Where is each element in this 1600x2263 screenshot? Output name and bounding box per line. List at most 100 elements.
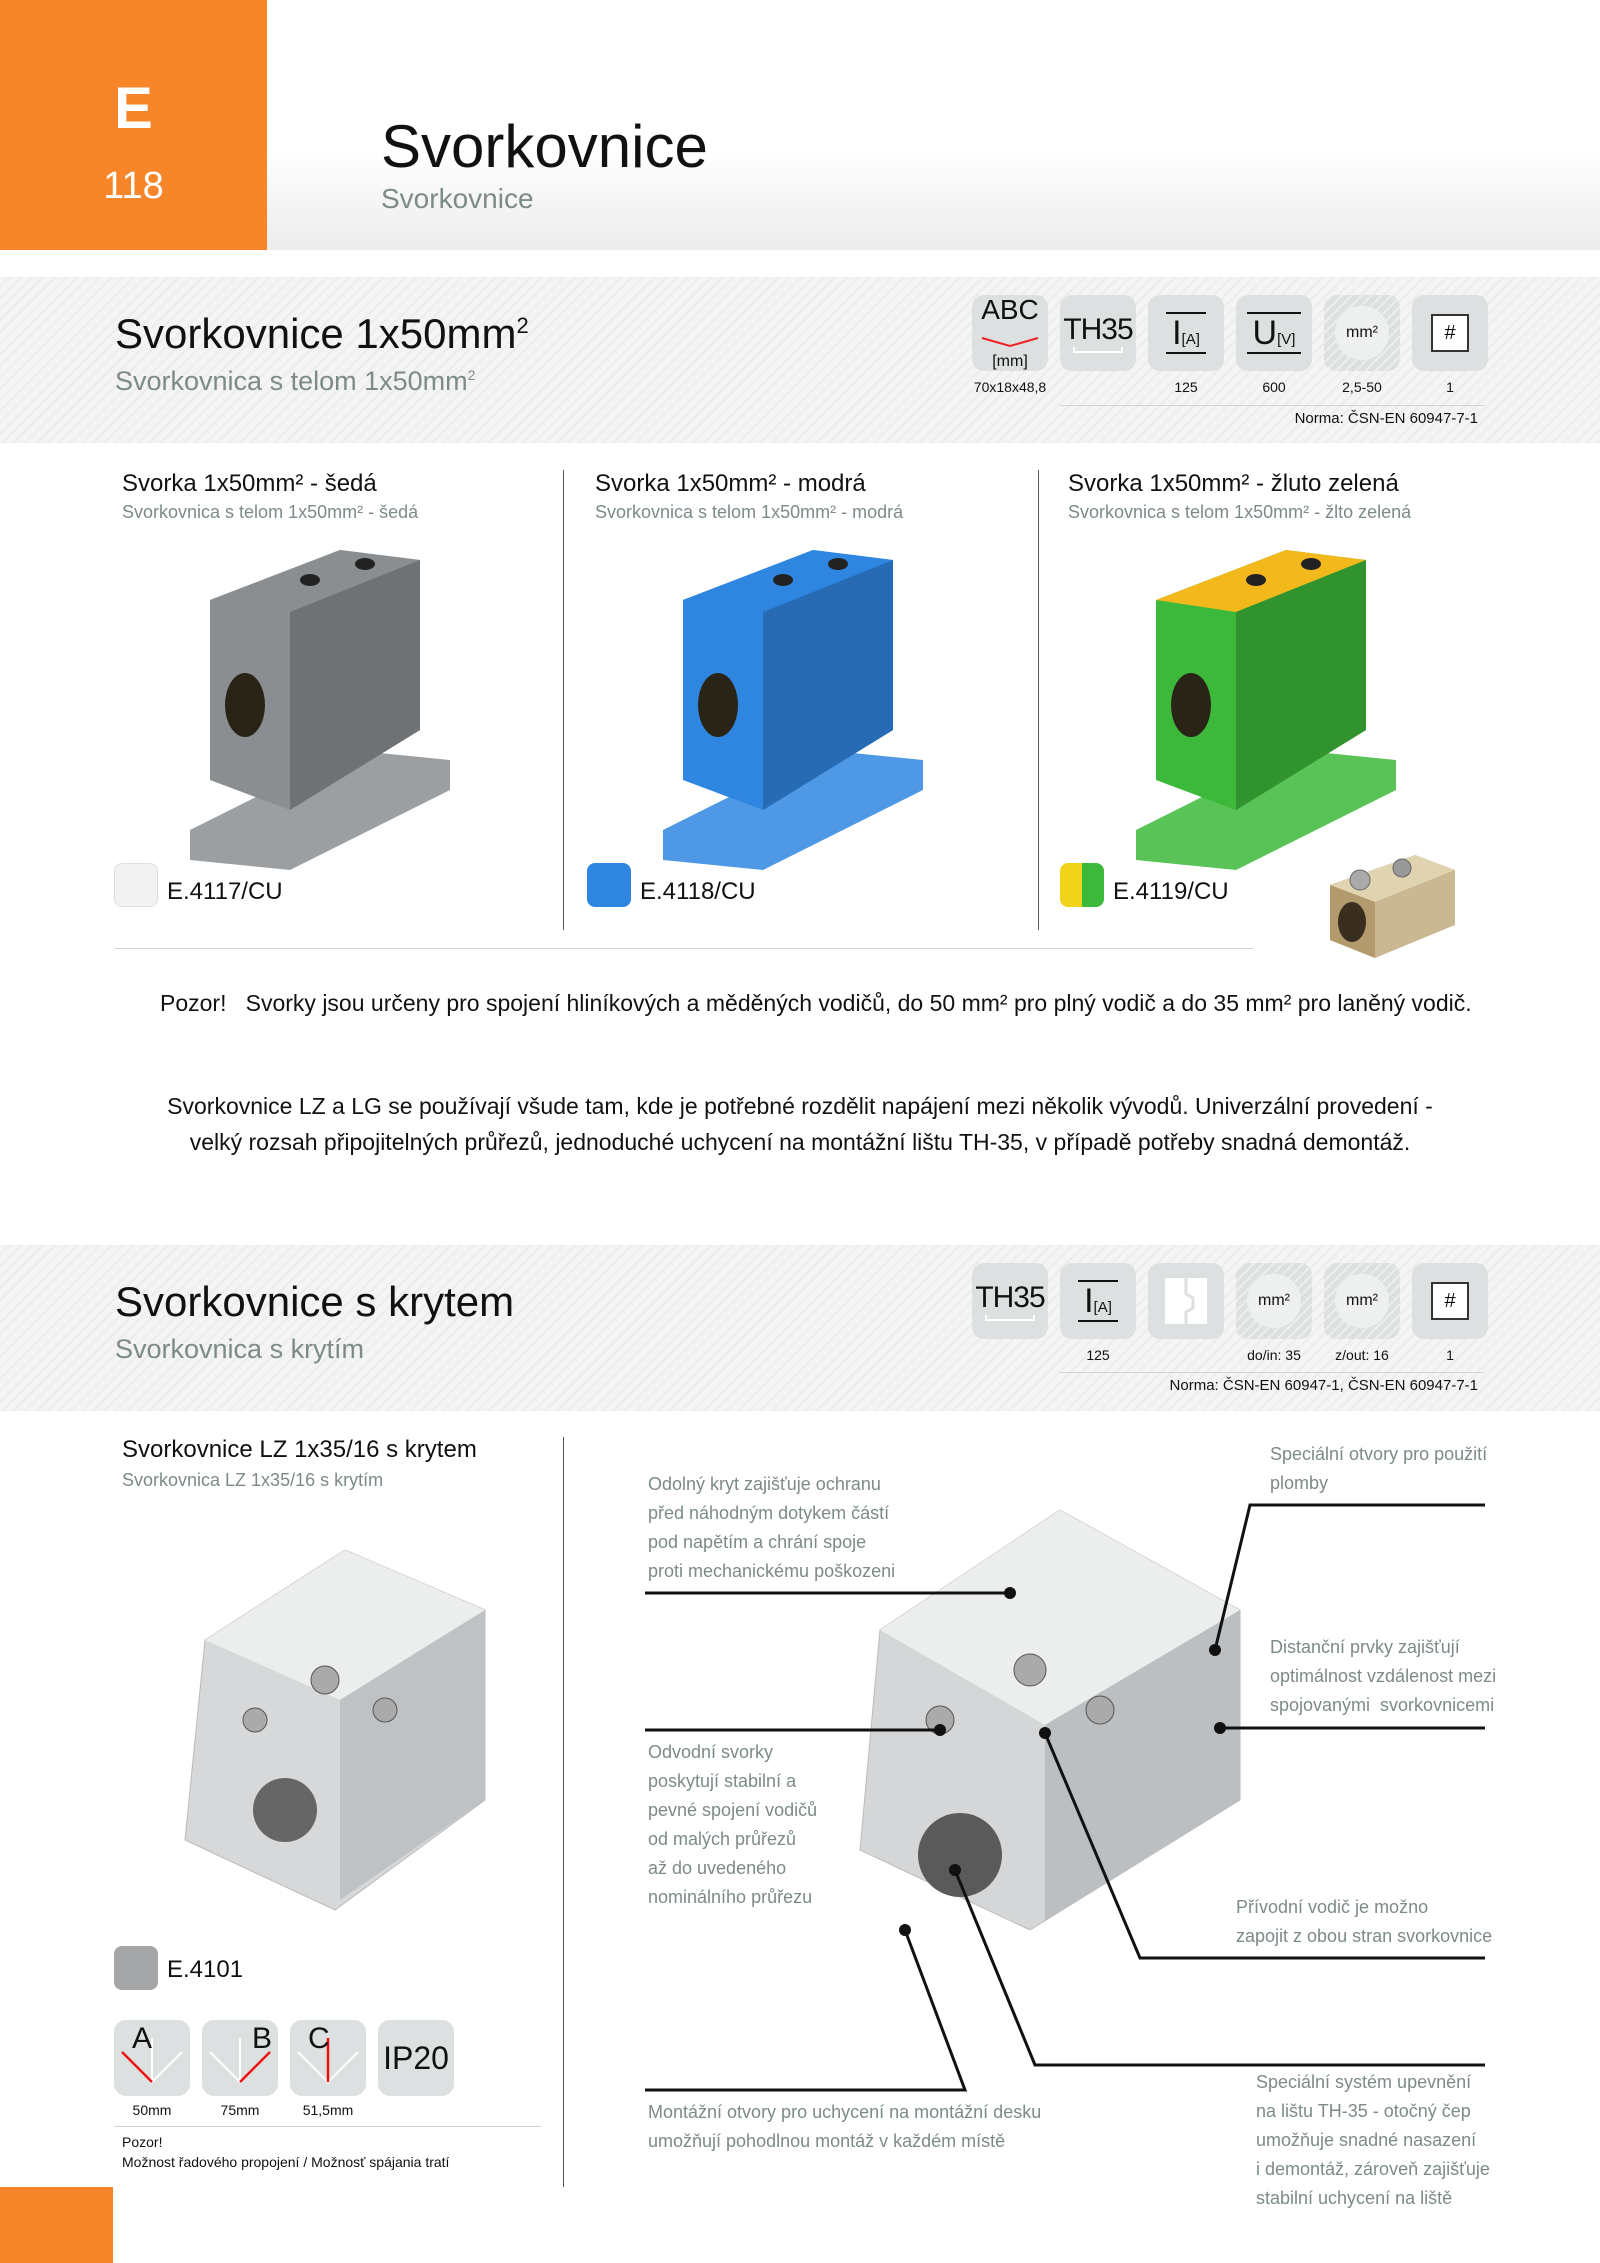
subtitle-sup: 2: [467, 367, 476, 383]
cross-section-in-icon: mm²: [1236, 1263, 1312, 1339]
dimensions-abc-icon: ABC[mm]: [972, 295, 1048, 371]
spec-value: 2,5-50: [1342, 379, 1382, 395]
column-divider: [563, 1437, 564, 2187]
divider: [114, 2126, 541, 2127]
footer-tab: [0, 2187, 113, 2263]
norma-1: Norma: ČSN-EN 60947-7-1: [1294, 410, 1478, 427]
spec-label: I: [1172, 314, 1182, 352]
divider: [115, 948, 1253, 949]
section1-title: Svorkovnice 1x50mm2: [115, 310, 529, 358]
dimension-ip20-icon: IP20: [378, 2020, 454, 2096]
red-arrows-icon: [981, 337, 1039, 348]
page-number: 118: [103, 165, 164, 207]
column-divider: [1038, 470, 1039, 930]
package-quantity-icon: #: [1412, 1263, 1488, 1339]
spec-label: ABC: [981, 294, 1039, 325]
header-bg: [267, 0, 1600, 250]
spec-label: #: [1431, 1282, 1469, 1320]
spec-label: U: [1252, 314, 1278, 352]
product-code: E.4118/CU: [640, 878, 756, 905]
note-title: Pozor!: [122, 2134, 163, 2150]
product-code: E.4119/CU: [1113, 878, 1229, 905]
warning-text: Pozor! Svorky jsou určeny pro spojení hl…: [160, 990, 1472, 1016]
section1-subtitle: Svorkovnica s telom 1x50mm2: [115, 366, 475, 397]
spec-value: 1: [1446, 379, 1454, 395]
spec-label: #: [1431, 314, 1469, 352]
interlock-icon: [1148, 1263, 1224, 1339]
annotation-text: Speciální otvory pro použití plomby: [1270, 1444, 1488, 1493]
annotation-text: Distanční prvky zajišťují optimálnost vz…: [1270, 1637, 1497, 1715]
page-title: Svorkovnice: [381, 113, 708, 180]
section2-title: Svorkovnice s krytem: [115, 1278, 515, 1325]
title-text: Svorkovnice 1x50mm: [115, 310, 517, 357]
dim-label: B: [252, 2022, 273, 2055]
page-subtitle: Svorkovnice: [381, 183, 534, 214]
spec-unit: [A]: [1181, 331, 1200, 348]
spec-unit: [V]: [1277, 331, 1296, 348]
product-title: Svorkovnice LZ 1x35/16 s krytem: [122, 1436, 477, 1463]
annotation-text: Odolný kryt zajišťuje ochranu před náhod…: [648, 1474, 896, 1581]
product-code: E.4101: [167, 1956, 244, 1983]
din-rail-th35-icon: TH35: [972, 1263, 1048, 1339]
dim-value: 50mm: [132, 2102, 172, 2118]
spec-label: TH35: [1063, 313, 1133, 346]
spec-label: I: [1084, 1282, 1094, 1320]
chapter-letter: E: [114, 76, 153, 141]
voltage-icon: U[V]: [1236, 295, 1312, 371]
dim-value: 75mm: [220, 2102, 260, 2118]
product-subtitle: Svorkovnica s telom 1x50mm² - modrá: [595, 502, 904, 522]
spec-label: mm²: [1258, 1292, 1290, 1309]
spec-label: mm²: [1346, 1292, 1378, 1309]
spec-label: mm²: [1346, 324, 1378, 341]
subtitle-text: Svorkovnica s telom 1x50mm: [115, 366, 468, 396]
dimension-b-icon: B: [202, 2020, 278, 2096]
dim-value: 51,5mm: [302, 2102, 354, 2118]
covered-terminal-image-small: [184, 1550, 486, 1911]
note-text: Možnost řadového propojení / Možnosť spá…: [122, 2154, 450, 2170]
spec-value: 125: [1174, 379, 1198, 395]
color-swatch: [587, 863, 631, 907]
spec-value: 70x18x48,8: [973, 379, 1047, 395]
section2-subtitle: Svorkovnica s krytím: [115, 1334, 365, 1364]
dim-label: IP20: [383, 2039, 449, 2076]
description-line-1: Svorkovnice LZ a LG se používají všude t…: [167, 1093, 1433, 1119]
current-icon: I[A]: [1148, 295, 1224, 371]
divider: [1060, 1372, 1485, 1373]
dim-label: C: [308, 2022, 330, 2055]
spec-value: z/out: 16: [1335, 1347, 1389, 1363]
product-subtitle: Svorkovnica s telom 1x50mm² - šedá: [122, 502, 419, 522]
color-swatch: [1060, 863, 1104, 907]
covered-terminal-image-large: [859, 1510, 1241, 1930]
annotation-text: Speciální systém upevnění na lištu TH-35…: [1256, 2072, 1490, 2208]
current-icon: I[A]: [1060, 1263, 1136, 1339]
product-code: E.4117/CU: [167, 878, 283, 905]
annotation-text: Montážní otvory pro uchycení na montážní…: [648, 2102, 1042, 2151]
dimension-a-icon: A: [114, 2020, 190, 2096]
din-rail-th35-icon: TH35: [1060, 295, 1136, 371]
norma-2: Norma: ČSN-EN 60947-1, ČSN-EN 60947-7-1: [1169, 1377, 1478, 1394]
divider: [1060, 405, 1485, 406]
annotation-text: Odvodní svorky poskytují stabilní a pevn…: [648, 1742, 818, 1907]
title-sup: 2: [516, 313, 529, 338]
product-subtitle: Svorkovnica s telom 1x50mm² - žlto zelen…: [1068, 502, 1412, 522]
product-subtitle: Svorkovnica LZ 1x35/16 s krytím: [122, 1470, 384, 1490]
dim-label: A: [132, 2022, 153, 2055]
spec-value: do/in: 35: [1247, 1347, 1301, 1363]
cross-section-out-icon: mm²: [1324, 1263, 1400, 1339]
product-title: Svorka 1x50mm² - modrá: [595, 470, 866, 497]
terminal-image: [190, 550, 450, 870]
chapter-tab: E 118: [0, 0, 267, 250]
package-quantity-icon: #: [1412, 295, 1488, 371]
terminal-image: [663, 550, 923, 870]
spec-value: 125: [1086, 1347, 1110, 1363]
description-line-2: velký rozsah připojitelných průřezů, jed…: [189, 1129, 1411, 1155]
spec-value: 600: [1262, 379, 1286, 395]
spec-value: 1: [1446, 1347, 1454, 1363]
column-divider: [563, 470, 564, 930]
spec-unit: [A]: [1093, 1299, 1112, 1316]
product-title: Svorka 1x50mm² - šedá: [122, 470, 377, 497]
annotation-text: Přívodní vodič je možno zapojit z obou s…: [1236, 1897, 1493, 1946]
dimension-c-icon: C: [290, 2020, 366, 2096]
spec-label: TH35: [975, 1281, 1045, 1314]
